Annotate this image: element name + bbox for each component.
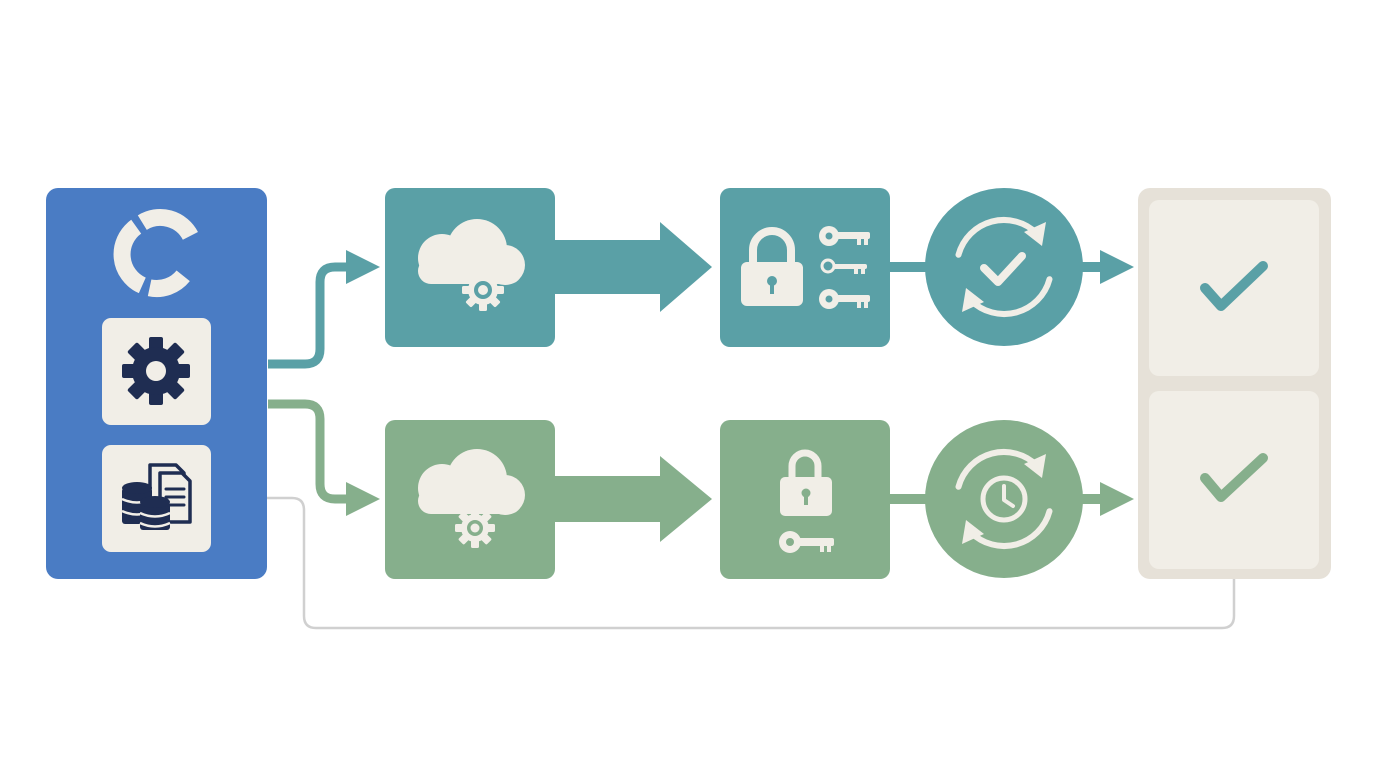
check-mark-icon [1200,453,1268,502]
arrowhead-top-entry [346,250,380,284]
connector-refresh-to-result-bottom [1080,494,1104,504]
refresh-check-icon [955,216,1053,318]
padlock-with-keys-icon [741,226,870,309]
big-arrow-bottom [550,456,712,542]
connector-source-to-bottom [268,399,350,504]
refresh-clock-icon [955,448,1053,550]
connector-source-to-top [268,262,350,369]
padlock-with-key-icon [779,449,834,553]
flow-top [385,188,1083,347]
cloud-gear-icon [418,219,525,311]
step-lock-top [720,188,890,347]
connector-lock-to-refresh-top [886,262,930,272]
check-mark-icon [1200,261,1268,311]
cloud-gear-icon [418,449,525,548]
results-panel [1138,188,1331,579]
gear-icon [122,337,190,405]
segmented-ring-logo-icon [113,209,198,297]
connectors [212,222,1236,630]
feedback-loop-line [212,496,1236,630]
arrowhead-result-bottom [1100,482,1134,516]
connector-refresh-to-result-top [1080,262,1104,272]
arrowhead-bottom-entry [346,482,380,516]
connector-lock-to-refresh-bottom [886,494,930,504]
arrowhead-result-top [1100,250,1134,284]
flow-bottom [385,420,1083,579]
source-panel [46,188,267,579]
big-arrow-top [550,222,712,312]
step-refresh-top [925,188,1083,346]
database-documents-icon [121,463,192,530]
